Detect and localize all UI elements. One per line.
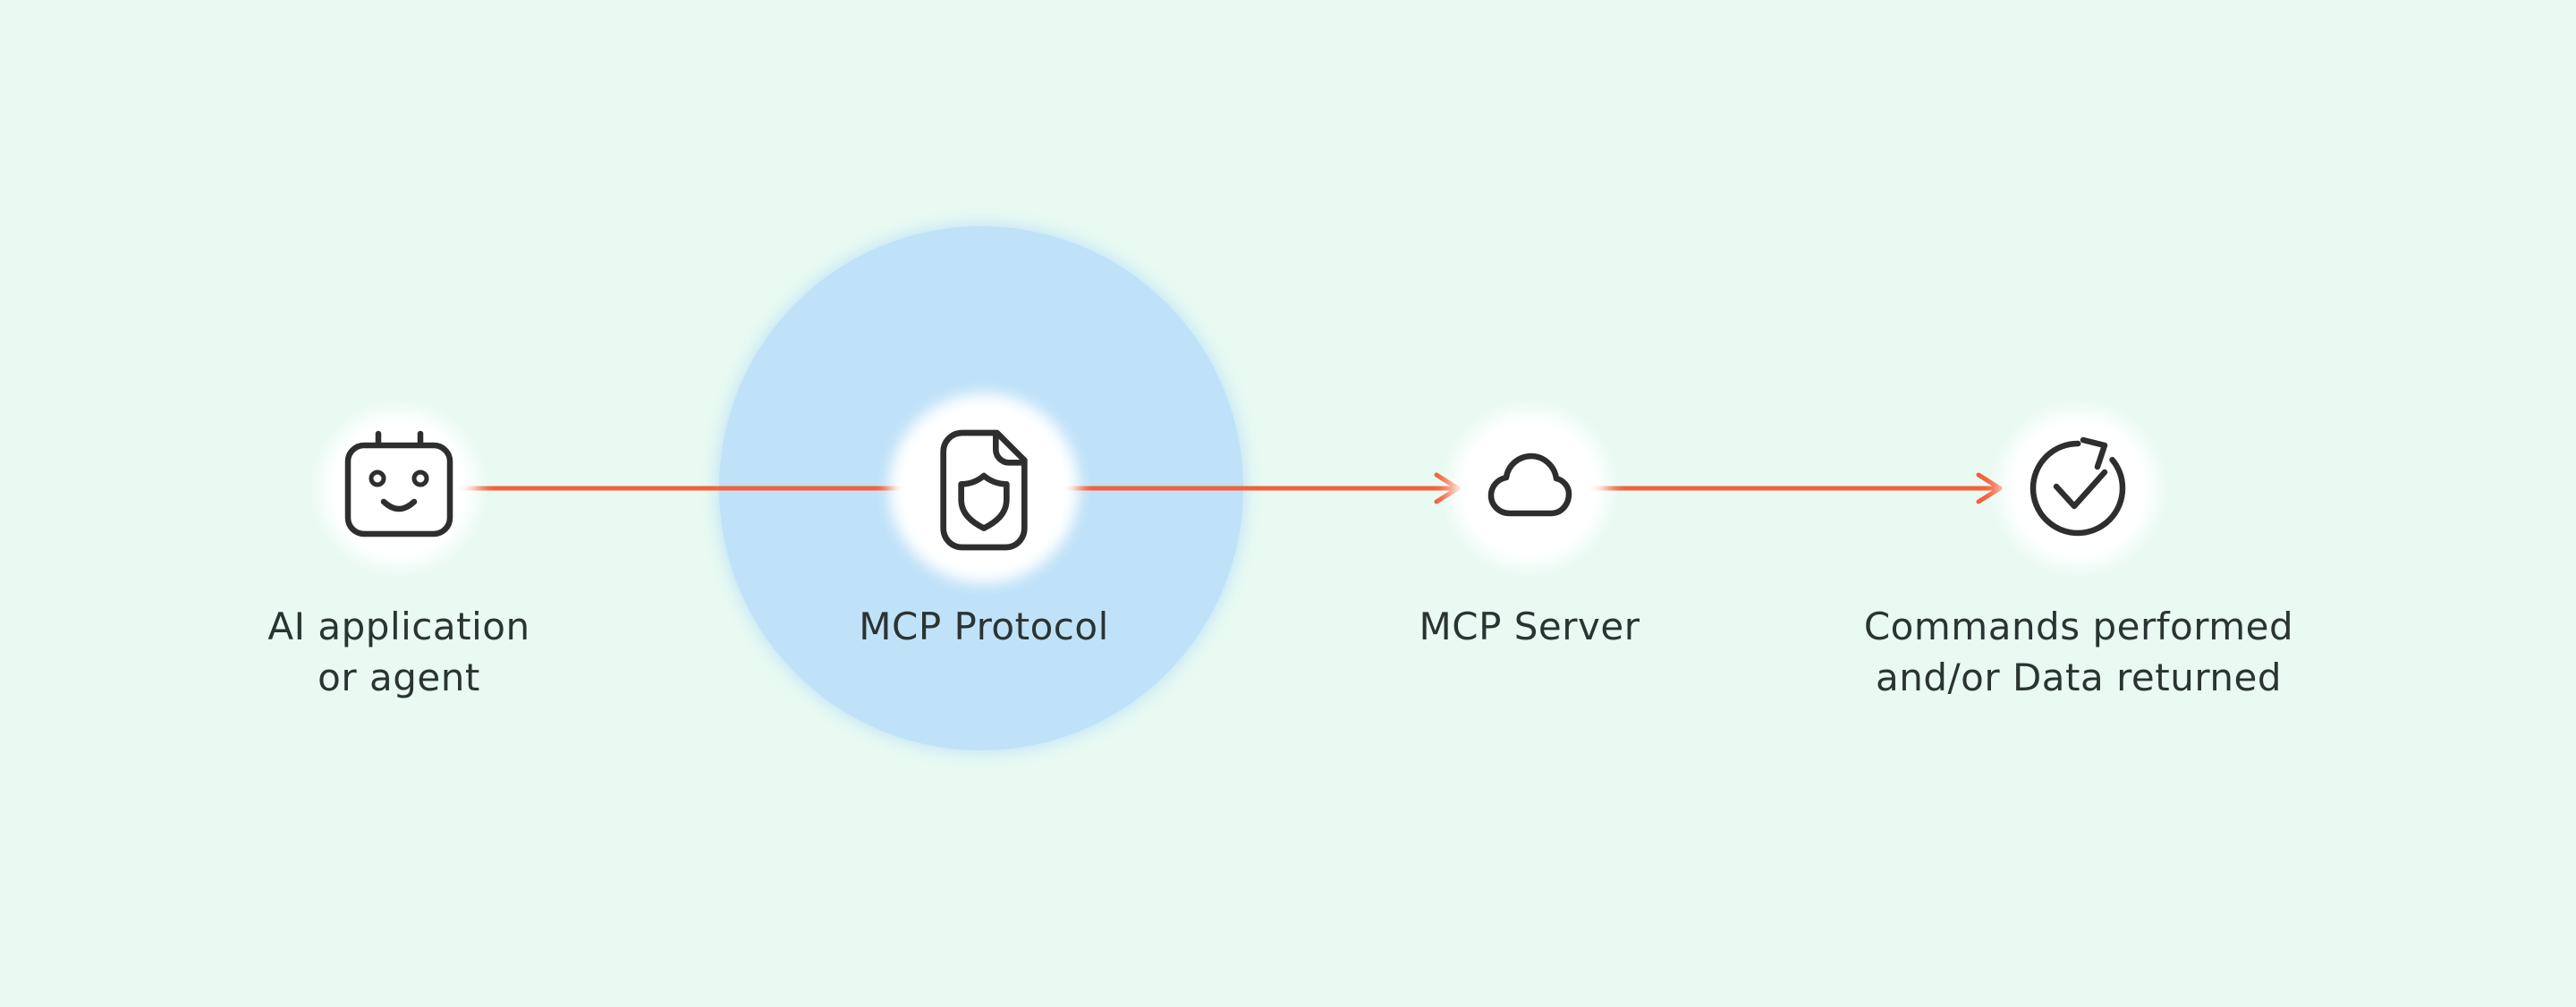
label-line: MCP Protocol [859,605,1109,648]
cloud-icon [1476,435,1583,542]
rotate-check-icon [2026,435,2133,542]
label-line: Commands performed [1863,605,2294,648]
label-mcp-protocol: MCP Protocol [859,601,1109,652]
label-line: MCP Server [1419,605,1640,648]
shield-document-icon [912,419,1055,562]
node-circle-commands [2000,410,2157,567]
robot-icon [341,430,457,546]
label-mcp-server: MCP Server [1419,601,1640,652]
node-circle-mcp-protocol [889,393,1079,583]
label-commands: Commands performed and/or Data returned [1864,601,2293,703]
label-line: and/or Data returned [1875,656,2283,699]
label-ai-application: AI application or agent [267,601,530,703]
label-line: AI application [267,605,530,648]
node-circle-mcp-server [1451,410,1608,567]
label-line: or agent [318,656,480,699]
